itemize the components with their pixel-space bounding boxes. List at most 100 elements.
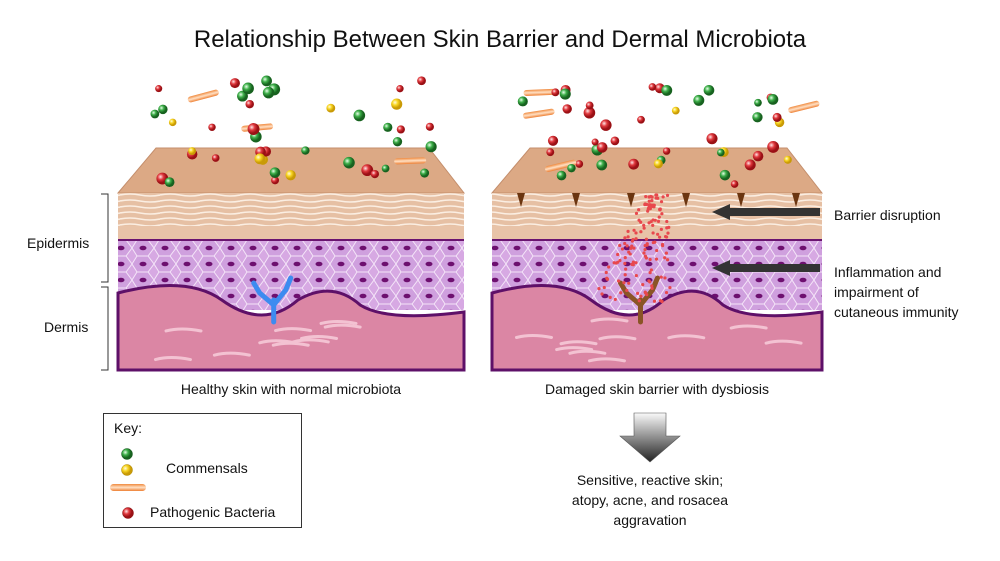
commensal-bacterium (653, 159, 663, 169)
outcome-text: Sensitive, reactive skin; atopy, acne, a… (540, 470, 760, 530)
page-title: Relationship Between Skin Barrier and De… (193, 26, 807, 53)
commensal-bacterium (262, 86, 275, 99)
pathogen-particle (650, 284, 654, 288)
commensal-bacterium (703, 84, 715, 96)
pathogen-particle (612, 261, 616, 265)
commensal-bacterium (391, 98, 403, 110)
pathogen-particle (646, 207, 650, 211)
pathogenic-bacterium (245, 99, 254, 109)
commensal-bacterium (567, 163, 576, 173)
pathogen-particle (613, 297, 617, 302)
commensal-bacterium (559, 88, 571, 100)
pathogen-particle (642, 251, 646, 255)
pathogen-particle (656, 219, 661, 224)
commensal-bacterium (661, 84, 673, 96)
stratum-corneum (118, 193, 464, 228)
pathogen-particle (627, 281, 631, 285)
pathogenic-bacterium (596, 142, 608, 153)
pathogen-particle (658, 207, 662, 212)
pathogen-particle (668, 285, 672, 290)
pathogen-particle (665, 193, 670, 198)
pathogenic-bacterium (744, 159, 756, 171)
pathogenic-bacterium (575, 160, 584, 168)
pathogen-particle (659, 275, 663, 279)
pathogen-particle (639, 294, 643, 298)
pathogen-particle (654, 257, 659, 261)
pathogen-particle (663, 256, 667, 260)
pathogen-particle (664, 251, 668, 255)
pathogen-particle (648, 257, 652, 262)
pathogen-particle (650, 199, 654, 203)
commensal-bacterium (671, 106, 680, 115)
commensal-bacterium (237, 90, 248, 102)
rod-bacterium (522, 108, 555, 119)
commensal-bacterium (285, 169, 296, 181)
pathogen-particle (634, 273, 638, 278)
pathogen-particle (657, 215, 661, 219)
pathogen-particle (654, 193, 658, 197)
barrier-disruption-label: Barrier disruption (834, 207, 941, 223)
pathogenic-bacterium (628, 158, 640, 170)
pathogenic-bacterium (637, 115, 645, 124)
pathogen-particle (618, 258, 622, 263)
rod-commensal-icon (110, 484, 146, 491)
pathogen-particle (657, 235, 662, 239)
pathogen-particle (625, 244, 629, 248)
pathogen-particle (620, 247, 625, 251)
pathogen-particle (637, 208, 641, 212)
pathogen-particle (637, 218, 641, 222)
pathogenic-bacterium (425, 122, 434, 131)
commensal-bacterium (752, 112, 763, 123)
key-icons (110, 448, 146, 519)
green-commensal-icon (121, 448, 133, 460)
pathogenic-bacterium (648, 83, 657, 91)
pathogen-icon (122, 507, 134, 519)
pathogen-particle (666, 231, 670, 235)
pathogenic-bacterium (247, 123, 260, 136)
epidermis-label: Epidermis (27, 235, 90, 251)
pathogen-particle (602, 285, 606, 290)
pathogenic-bacterium (396, 85, 404, 93)
pathogen-particle (643, 290, 647, 294)
inflammation-line-1: Inflammation and (834, 264, 942, 280)
pathogen-particle (642, 226, 646, 230)
pathogen-particle (616, 279, 621, 283)
pathogenic-bacterium (546, 148, 555, 157)
rod-bacterium (187, 89, 219, 103)
pathogen-particle (608, 295, 612, 299)
damaged-caption: Damaged skin barrier with dysbiosis (544, 381, 770, 397)
pathogen-particle (661, 195, 665, 199)
pathogenic-bacterium (562, 104, 572, 114)
commensal-bacterium (767, 94, 779, 105)
rod-bacterium (523, 88, 556, 96)
commensal-bacterium (269, 167, 281, 178)
pathogen-particle (665, 219, 669, 224)
pathogen-particle (632, 228, 636, 232)
pathogen-particle (653, 240, 657, 244)
pathogen-particle (631, 263, 635, 267)
commensals-label: Commensals (166, 460, 248, 476)
commensal-bacterium (596, 159, 608, 171)
pathogen-particle (667, 225, 671, 229)
pathogen-particle (650, 286, 654, 290)
pathogen-particle (652, 299, 657, 303)
pathogenic-bacterium (585, 101, 594, 110)
pathogen-particle (618, 243, 622, 248)
commensal-bacterium (326, 103, 336, 113)
pathogen-particle (651, 223, 655, 227)
pathogenic-label: Pathogenic Bacteria (150, 504, 276, 520)
rod-bacterium (788, 100, 820, 113)
pathogen-particle (630, 244, 634, 248)
immune-cell (618, 275, 660, 325)
pathogen-particle (660, 299, 664, 304)
pathogen-particle (616, 252, 620, 257)
commensal-bacterium (158, 104, 168, 115)
pathogen-particle (622, 281, 626, 285)
pathogen-particle (644, 256, 648, 260)
pathogen-particle (651, 231, 655, 235)
key-title: Key: (114, 420, 143, 436)
pathogen-particle (641, 282, 645, 287)
commensal-bacterium (425, 141, 437, 153)
pathogen-particle (597, 287, 601, 291)
outcome-line-2: atopy, acne, and rosacea (571, 492, 729, 508)
